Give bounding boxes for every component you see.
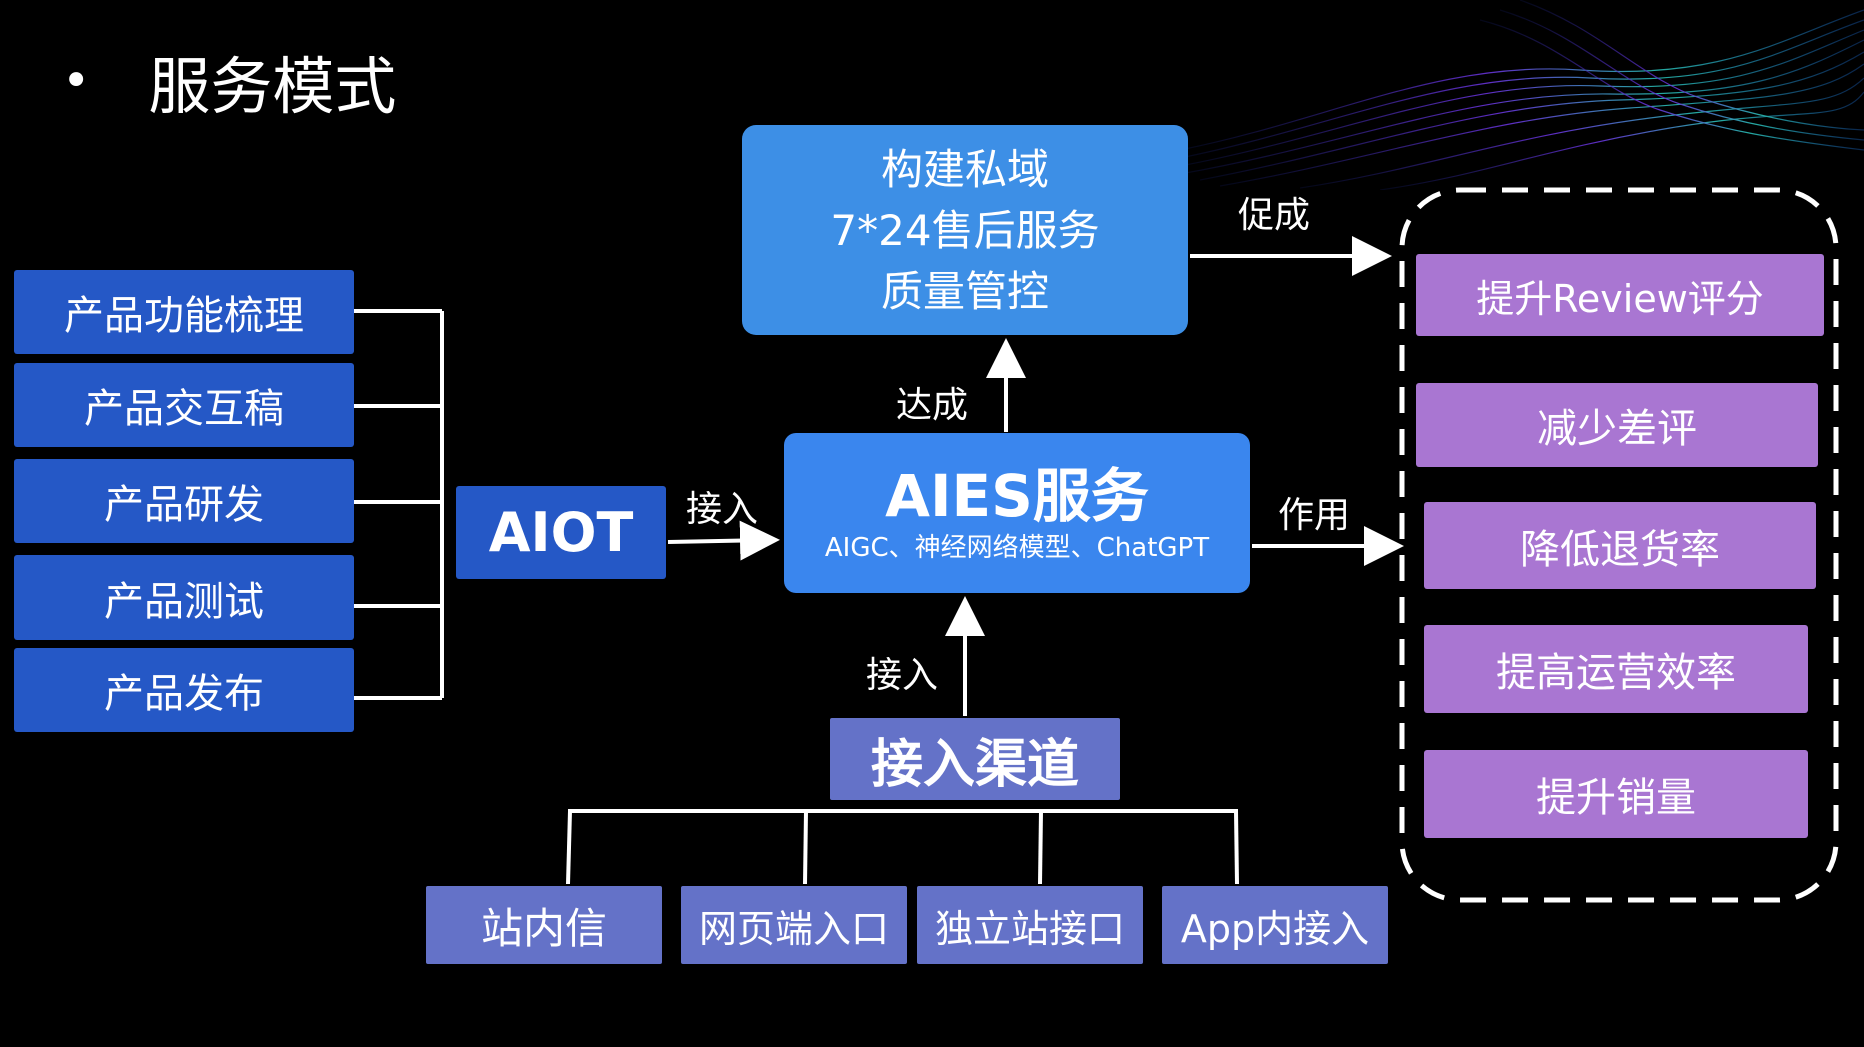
result-item-2: 减少差评 — [1416, 383, 1818, 467]
channel-item-4: App内接入 — [1162, 886, 1388, 964]
result-item-3: 降低退货率 — [1424, 502, 1816, 589]
top-goal-box: 构建私域 7*24售后服务 质量管控 — [742, 125, 1188, 335]
result-item-4: 提高运营效率 — [1424, 625, 1808, 713]
label-promote: 促成 — [1238, 195, 1311, 236]
label-achieve: 达成 — [896, 385, 969, 426]
page-title: • 服务模式 — [62, 36, 396, 126]
top-box-line-3: 质量管控 — [880, 266, 1049, 316]
aies-subtitle: AIGC、神经网络模型、ChatGPT — [824, 533, 1210, 563]
left-item-2: 产品交互稿 — [14, 363, 354, 447]
left-item-3: 产品研发 — [14, 459, 354, 543]
channel-title-box: 接入渠道 — [830, 718, 1120, 800]
channel-item-2: 网页端入口 — [681, 886, 907, 964]
result-item-5: 提升销量 — [1424, 750, 1808, 838]
left-item-1: 产品功能梳理 — [14, 270, 354, 354]
top-box-line-2: 7*24售后服务 — [830, 205, 1100, 255]
left-item-5: 产品发布 — [14, 648, 354, 732]
label-connect-left: 接入 — [686, 489, 759, 530]
decorative-wave-graphic — [1180, 0, 1864, 190]
channel-item-3: 独立站接口 — [917, 886, 1143, 964]
left-item-4: 产品测试 — [14, 555, 354, 640]
top-box-line-1: 构建私域 — [880, 144, 1049, 194]
aiot-box: AIOT — [456, 486, 666, 579]
aies-service-box: AIES服务 AIGC、神经网络模型、ChatGPT — [784, 433, 1250, 593]
title-bullet: • — [62, 53, 91, 109]
aies-title: AIES服务 — [885, 462, 1149, 530]
label-effect: 作用 — [1278, 495, 1351, 536]
title-text: 服务模式 — [148, 50, 397, 123]
result-item-1: 提升Review评分 — [1416, 254, 1824, 336]
label-connect-bottom: 接入 — [866, 655, 939, 696]
channel-item-1: 站内信 — [426, 886, 662, 964]
